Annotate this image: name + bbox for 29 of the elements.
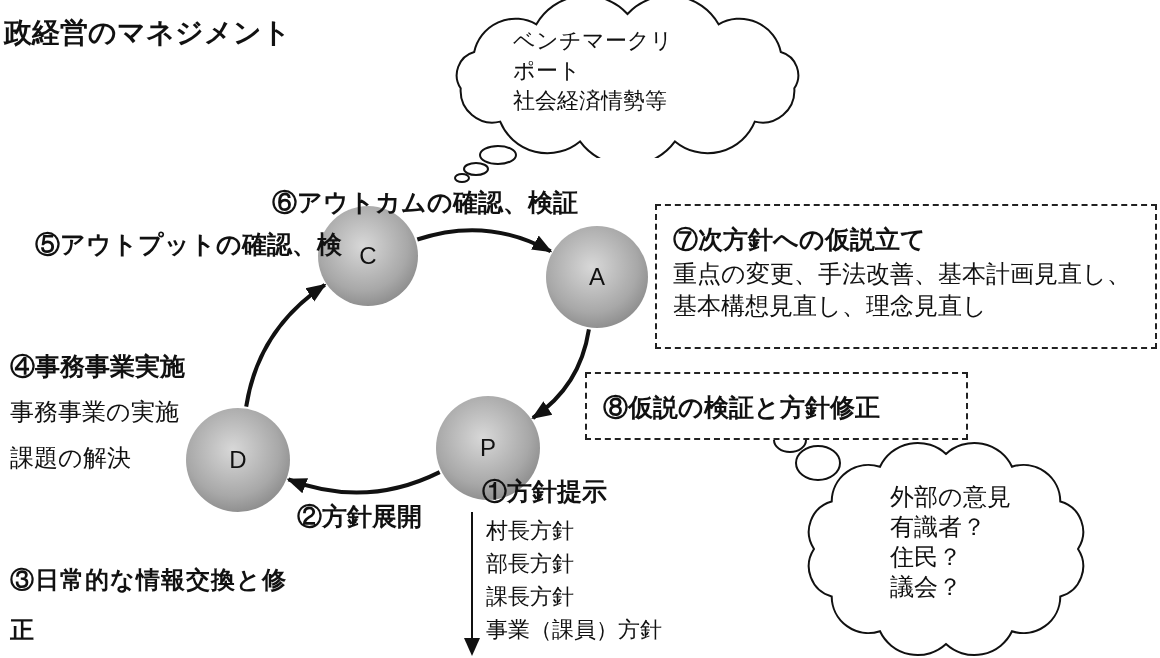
step-heading: ④事務事業実施	[10, 352, 185, 382]
dashed-box	[585, 372, 968, 440]
policy-text: 事業（課員）方針	[486, 616, 662, 644]
step-text: 事務事業の実施	[10, 398, 179, 427]
step-heading: ①方針提示	[482, 477, 607, 507]
box-heading: ⑦次方針への仮説立て	[673, 225, 927, 255]
policy-text: 部長方針	[486, 550, 574, 578]
box-text: 重点の変更、手法改善、基本計画見直し、基本構想見直し、理念見直し	[673, 260, 1132, 321]
cloud-text: 住民？	[890, 543, 963, 572]
box-heading: ⑧仮説の検証と方針修正	[603, 393, 881, 423]
cloud-text: ベンチマークリポート	[513, 27, 674, 85]
sphere: A	[546, 226, 648, 328]
sphere: D	[186, 408, 290, 512]
cloud-text: 社会経済情勢等	[513, 87, 668, 115]
policy-text: 村長方針	[486, 517, 574, 545]
arrow	[286, 470, 441, 495]
arrow	[416, 228, 553, 254]
cloud-text: 有識者？	[890, 513, 987, 542]
cloud-text: 外部の意見	[890, 483, 1012, 512]
policy-text: 課長方針	[486, 583, 574, 611]
step-heading: ③日常的な情報交換と修正	[10, 566, 288, 645]
arrow	[244, 283, 327, 407]
diagram-title: 政経営のマネジメント	[4, 16, 291, 50]
arrow	[531, 329, 591, 420]
step-heading: ⑤アウトプットの確認、検	[35, 230, 342, 260]
step-text: 課題の解決	[10, 444, 131, 473]
step-heading: ⑥アウトカムの確認、検証	[272, 188, 578, 218]
cloud-text: 議会？	[890, 573, 963, 602]
dashed-box	[655, 204, 1157, 349]
